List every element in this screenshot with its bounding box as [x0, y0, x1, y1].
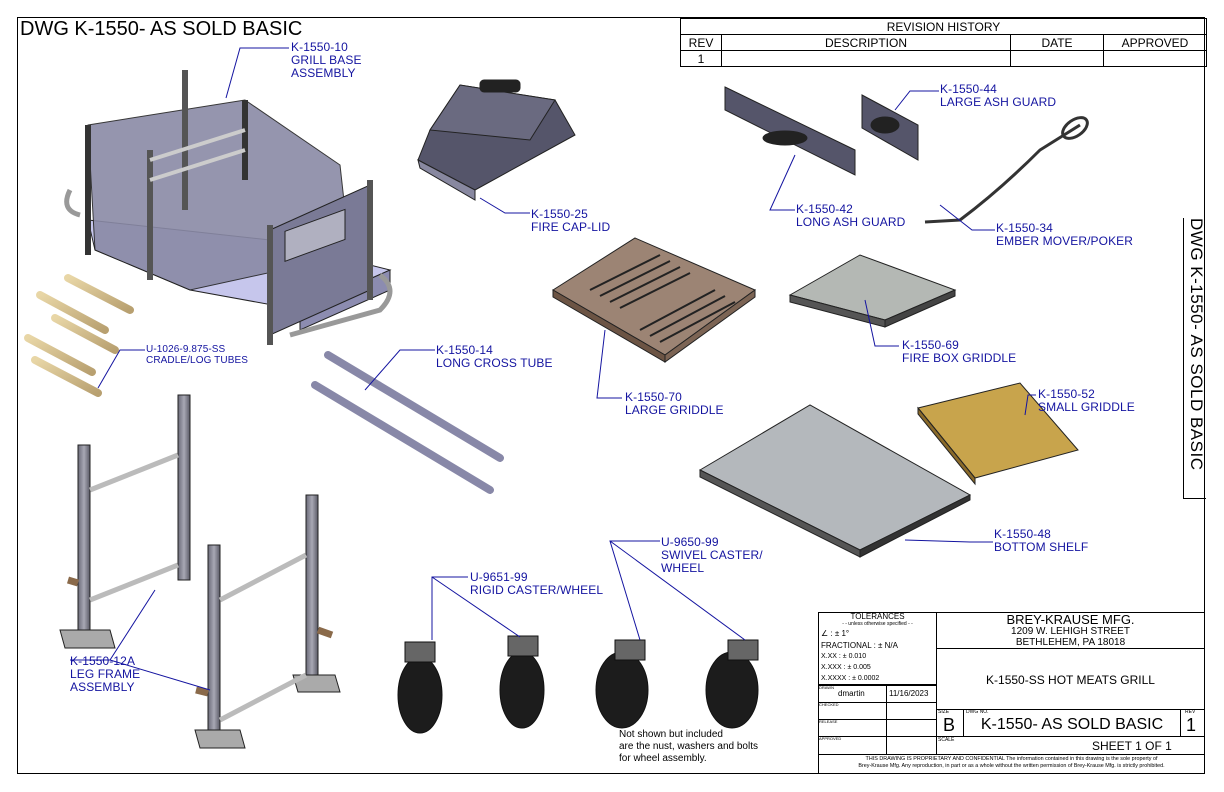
product-title: K-1550-SS HOT MEATS GRILL [986, 673, 1155, 687]
cradle-log-tubes [24, 274, 134, 397]
drawn-by: dmartin [838, 689, 865, 698]
drawn-label: DRAWN [819, 685, 834, 690]
grill-base-assembly [64, 70, 393, 345]
callout-rigid-caster: U-9651-99 RIGID CASTER/WHEEL [470, 570, 604, 597]
sheet-number: SHEET 1 OF 1 [1092, 739, 1172, 753]
bottom-shelf [698, 404, 972, 558]
callout-ember-mover: K-1550-34 EMBER MOVER/POKER [996, 221, 1134, 248]
tolerance-fractional: FRACTIONAL : ± N/A [821, 641, 898, 650]
proprietary-box [818, 754, 1205, 774]
leg-frame-assembly [59, 394, 341, 749]
tolerance-xxxx: X.XXXX : ± 0.0002 [821, 675, 880, 682]
sheet-size: B [943, 715, 956, 735]
long-ash-guard [724, 86, 856, 176]
approved-label: APPROVED [819, 736, 842, 741]
tolerance-xx: X.XX : ± 0.010 [821, 653, 867, 660]
dwg-no: K-1550- AS SOLD BASIC [980, 716, 1164, 733]
callout-leg-frame: K-1550-12A LEG FRAME ASSEMBLY [70, 654, 141, 694]
large-griddle [552, 237, 757, 363]
callout-grill-base: K-1550-10 GRILL BASE ASSEMBLY [291, 40, 362, 80]
caster-wheels [397, 635, 759, 734]
fire-box-griddle [788, 254, 957, 328]
callout-fire-box-griddle: K-1550-69 FIRE BOX GRIDDLE [902, 338, 1017, 365]
drawing-title: DWG K-1550- AS SOLD BASIC [20, 18, 303, 40]
release-date-cell [886, 719, 937, 737]
company-name: BREY-KRAUSE MFG. [1006, 612, 1135, 627]
vertical-title-box: DWG K-1550- AS SOLD BASIC [1183, 218, 1206, 499]
leader-lines [70, 47, 1036, 691]
ember-mover-poker [924, 116, 1089, 224]
rev-label: REV [1185, 709, 1196, 715]
callout-long-ash-guard: K-1550-42 LONG ASH GUARD [796, 202, 906, 229]
callout-cradle-tubes: U-1026-9.875-SS CRADLE/LOG TUBES [146, 344, 249, 366]
approved-date-cell [886, 736, 937, 755]
callout-small-griddle: K-1550-52 SMALL GRIDDLE [1038, 387, 1135, 414]
callout-long-cross-tube: K-1550-14 LONG CROSS TUBE [436, 343, 553, 370]
revision-history-table: REVISION HISTORY REV DESCRIPTION DATE AP… [680, 18, 1207, 67]
checked-label: CHECKED [819, 702, 839, 707]
tolerances-subtitle: - - unless otherwise specified - - [842, 621, 913, 627]
small-griddle [917, 382, 1079, 486]
large-ash-guard [861, 94, 919, 161]
callout-large-griddle: K-1550-70 LARGE GRIDDLE [625, 390, 724, 417]
company-city: BETHLEHEM, PA 18018 [1015, 637, 1126, 648]
callout-fire-cap: K-1550-25 FIRE CAP-LID [531, 207, 611, 234]
callout-swivel-caster: U-9650-99 SWIVEL CASTER/ WHEEL [661, 535, 763, 575]
drawing-sheet-border [17, 17, 1205, 774]
size-label: SIZE [938, 709, 950, 715]
release-label: RELEASE [819, 719, 838, 724]
tolerance-xxx: X.XXX : ± 0.005 [821, 664, 871, 671]
callout-large-ash-guard: K-1550-44 LARGE ASH GUARD [940, 82, 1057, 109]
approved-col-header: APPROVED [1103, 34, 1207, 51]
company-street: 1209 W. LEHIGH STREET [1011, 626, 1130, 637]
tolerances-title: TOLERANCES [850, 612, 905, 621]
checked-date-cell [886, 702, 937, 720]
scale-label: SCALE [938, 737, 955, 743]
tolerance-angle: ∠ : ± 1° [821, 629, 850, 638]
drawn-date: 11/16/2023 [889, 689, 929, 698]
rev-value: 1 [1186, 715, 1197, 735]
fire-cap-lid [417, 79, 576, 201]
proprietary-notice: THIS DRAWING IS PROPRIETARY AND CONFIDEN… [858, 756, 1165, 769]
callout-bottom-shelf: K-1550-48 BOTTOM SHELF [994, 527, 1089, 554]
hardware-note: Not shown but included are the nust, was… [619, 729, 758, 764]
dwg-no-label: DWG NO. [966, 709, 989, 715]
long-cross-tubes [311, 351, 504, 494]
approved-cell [1103, 50, 1207, 67]
